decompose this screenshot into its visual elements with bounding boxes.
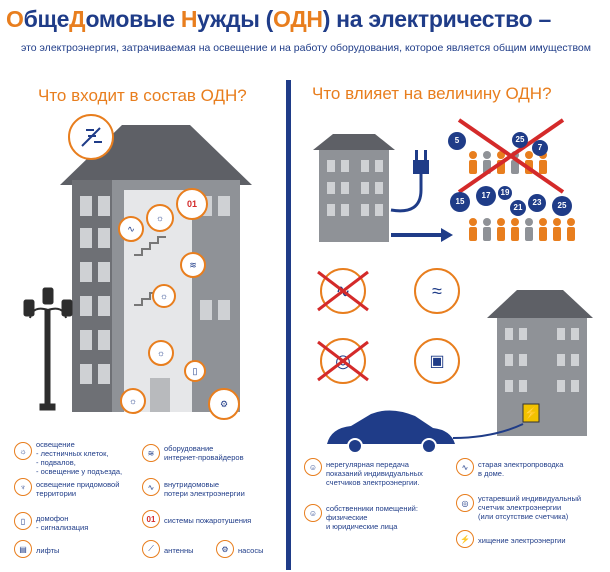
router-circle: ≋ — [180, 252, 206, 278]
bulb-icon: ☼ — [159, 291, 169, 301]
legend-owners-icon: ☺ — [304, 504, 322, 522]
electronic-meter-icon: ▣ — [429, 353, 445, 370]
cable-circle: ∿ — [118, 216, 144, 242]
entrance-door — [150, 378, 170, 412]
page-title: ОбщеДомовые Нужды (ОДН) на электричество… — [6, 6, 552, 32]
bulb-icon: ☼ — [128, 396, 138, 406]
legend-old-wiring-icon: ∿ — [456, 458, 474, 476]
people-count-bubble: 25 — [512, 132, 528, 148]
people-count-bubble: 23 — [528, 194, 546, 212]
legend-old-meter-icon: ◎ — [456, 494, 474, 512]
alarm-icon: 01 — [186, 199, 197, 209]
car-icon — [327, 410, 455, 444]
page-subtitle: это электроэнергия, затрачиваемая на осв… — [20, 42, 591, 54]
intercom-circle: ▯ — [184, 360, 206, 382]
legend-intercom: домофон - сигнализация — [36, 514, 89, 532]
right-illustration: ⚡ — [313, 118, 593, 454]
legend-bulb-icon: ☼ — [14, 442, 32, 460]
section-title-left: Что входит в состав ОДН? — [38, 86, 247, 105]
legend-pump-icon: ⚙ — [216, 540, 234, 558]
lamp-circle-4: ☼ — [120, 388, 146, 414]
legend-intercom-icon: ▯ — [14, 512, 32, 530]
legend-providers: оборудование интернет-провайдеров — [164, 444, 244, 462]
vertical-divider — [286, 80, 291, 570]
fire-alarm-circle: 01 — [176, 188, 208, 220]
arrow-icon — [441, 228, 453, 242]
legend-pumps: насосы — [238, 546, 264, 555]
cross-mark — [317, 340, 369, 382]
intercom-icon: ▯ — [192, 365, 198, 376]
wifi-icon: ≋ — [189, 259, 197, 270]
windows — [80, 196, 230, 384]
legend-alarm-icon: 01 — [142, 510, 160, 528]
legend-cable-icon: ∿ — [142, 478, 160, 496]
new-wiring-circle: ≈ — [414, 268, 460, 314]
legend-irregular: нерегулярная передача показаний индивиду… — [326, 460, 423, 487]
meter-box — [522, 403, 540, 423]
cross-mark — [317, 270, 369, 312]
lamp-circle-3: ☼ — [148, 340, 174, 366]
left-illustration — [23, 125, 252, 412]
pump-circle: ⚙ — [208, 388, 240, 420]
street-lamp — [23, 287, 73, 411]
legend-outdated-meter: устаревший индивидуальный счетчик электр… — [478, 494, 582, 521]
legend-elevators: лифты — [36, 546, 60, 555]
legend-lamp-icon: ♆ — [14, 478, 32, 496]
legend-wifi-icon: ≋ — [142, 444, 160, 462]
antenna-circle — [68, 114, 114, 160]
cable-icon: ≈ — [432, 280, 442, 301]
people-group — [469, 218, 575, 241]
lamp-circle-1: ☼ — [146, 204, 174, 232]
legend-elevator-icon: ▤ — [14, 540, 32, 558]
people-count-bubble: 17 — [476, 186, 496, 206]
pump-icon: ⚙ — [219, 398, 229, 409]
bulb-icon: ☼ — [155, 213, 165, 223]
legend-owners: собственники помещений: физические и юри… — [326, 504, 418, 531]
people-count-bubble: 19 — [498, 186, 512, 200]
legend-people-icon: ☺ — [304, 458, 322, 476]
bulb-icon: ☼ — [156, 348, 166, 358]
legend-territory: освещение придомовой территории — [36, 480, 120, 498]
legend-old-wiring: старая электропроводка в доме. — [478, 460, 564, 478]
legend-antenna-icon: ⟋ — [142, 540, 160, 558]
people-count-bubble: 25 — [552, 196, 572, 216]
plug-icon — [413, 160, 429, 174]
legend-theft: хищение электроэнергии — [478, 536, 566, 545]
people-count-bubble: 15 — [450, 192, 470, 212]
legend-losses: внутридомовые потери электроэнергии — [164, 480, 245, 498]
people-count-bubble: 5 — [448, 132, 466, 150]
cable-icon: ∿ — [127, 223, 135, 234]
people-count-bubble: 21 — [510, 200, 526, 216]
section-title-right: Что влияет на величину ОДН? — [312, 84, 552, 103]
legend-antennas: антенны — [164, 546, 194, 555]
lamp-circle-2: ☼ — [152, 284, 176, 308]
legend-lighting: освещение - лестничных клеток, - подвало… — [36, 440, 123, 476]
lightning-icon: ⚡ — [524, 406, 539, 420]
legend-fire: системы пожаротушения — [164, 516, 252, 525]
antenna-icon — [81, 127, 102, 147]
electronic-meter-circle: ▣ — [414, 338, 460, 384]
people-count-bubble: 7 — [532, 140, 548, 156]
legend-theft-icon: ⚡ — [456, 530, 474, 548]
